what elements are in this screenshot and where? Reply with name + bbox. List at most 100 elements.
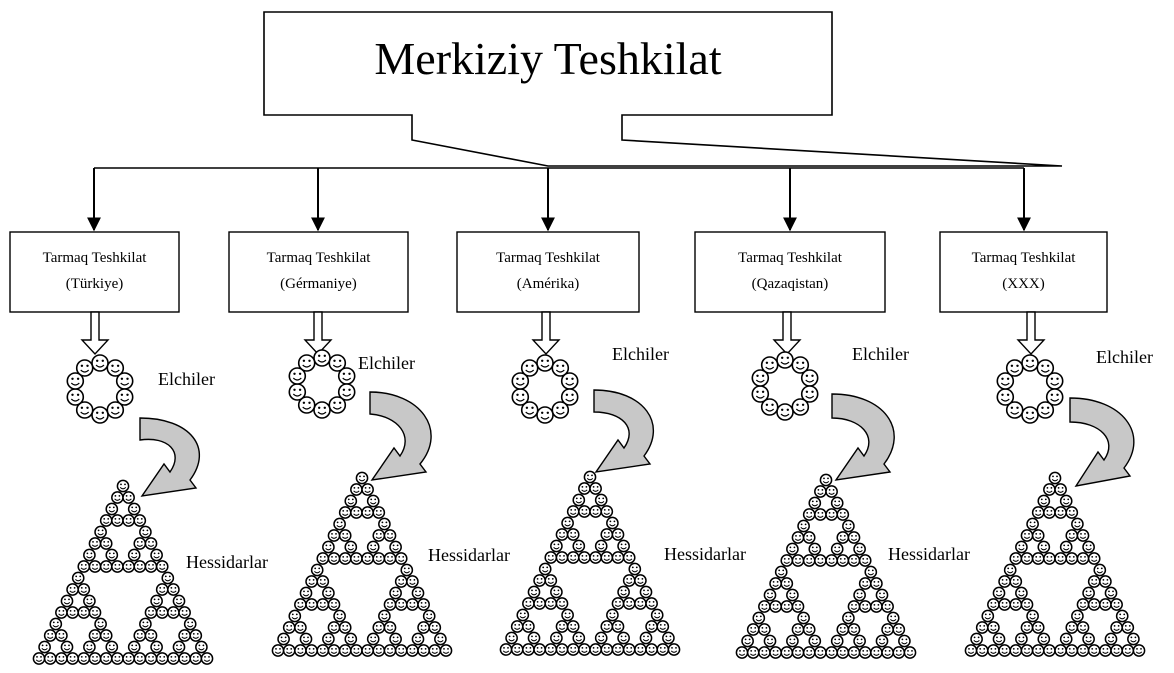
sympathizer-person-icon <box>299 632 313 646</box>
branch-box <box>228 231 409 313</box>
sympathizer-person-icon <box>594 539 608 553</box>
sympathizer-person-icon <box>1020 598 1034 611</box>
sympathizer-person-icon <box>1043 644 1056 657</box>
sympathizer-person-icon <box>77 560 91 573</box>
sympathizer-person-icon <box>150 640 163 654</box>
sympathizer-person-icon <box>394 575 408 588</box>
sympathizer-person-icon <box>88 606 102 619</box>
sympathizer-person-icon <box>606 608 619 622</box>
sympathizer-person-icon <box>550 631 563 645</box>
sympathizer-person-icon <box>338 552 352 565</box>
sympathizer-person-icon <box>1003 563 1017 577</box>
sympathizer-person-icon <box>1009 552 1023 565</box>
envoy-person-icon <box>791 398 810 416</box>
sympathizer-person-icon <box>1110 644 1123 657</box>
sympathizer-person-icon <box>836 554 850 567</box>
sympathizer-person-icon <box>780 554 794 567</box>
envoys-ring <box>511 354 579 424</box>
curved-arrow <box>831 393 895 481</box>
sympathizer-person-icon <box>825 485 838 498</box>
sympathizer-person-icon <box>998 575 1011 588</box>
sympathizer-person-icon <box>898 634 911 648</box>
sympathizer-person-icon <box>1065 644 1079 657</box>
sympathizer-person-icon <box>195 640 208 654</box>
envoy-person-icon <box>337 367 356 385</box>
sympathizer-person-icon <box>656 620 670 633</box>
branch-title: Tarmaq Teshkilat <box>738 250 843 266</box>
sympathizer-person-icon <box>667 643 681 656</box>
sympathizer-person-icon <box>338 621 352 634</box>
sympathizer-person-icon <box>622 643 636 656</box>
sympathizer-person-icon <box>322 632 335 646</box>
sympathizer-person-icon <box>975 621 989 634</box>
sympathizer-person-icon <box>555 620 569 633</box>
sympathizer-person-icon <box>372 552 386 565</box>
branch-country: (Türkiye) <box>66 276 123 292</box>
branch-4: Tarmaq Teshkilat (Qazaqistan) Elchiler H… <box>694 231 970 659</box>
sympathizer-person-icon <box>533 643 546 656</box>
sympathizer-person-icon <box>814 508 827 521</box>
sympathizer-person-icon <box>600 643 614 656</box>
sympathizer-person-icon <box>411 586 425 600</box>
sympathizer-person-icon <box>763 588 777 602</box>
sympathizer-person-icon <box>769 577 782 590</box>
sympathizer-person-icon <box>825 554 838 567</box>
sympathizer-person-icon <box>99 514 113 527</box>
sympathizer-person-icon <box>600 528 614 541</box>
sympathizer-person-icon <box>566 551 580 564</box>
sympathizer-person-icon <box>639 585 653 599</box>
sympathizer-person-icon <box>836 531 850 544</box>
sympathizer-person-icon <box>791 623 805 636</box>
sympathizer-person-icon <box>366 540 380 554</box>
sympathizer-person-icon <box>372 644 386 657</box>
central-organization-label: Merkiziy Teshkilat <box>374 33 721 84</box>
sympathizer-person-icon <box>1110 621 1123 634</box>
sympathizer-person-icon <box>139 617 152 631</box>
sympathizer-person-icon <box>825 508 838 521</box>
sympathizer-person-icon <box>892 623 906 636</box>
sympathizer-person-icon <box>1065 552 1079 565</box>
sympathizer-person-icon <box>66 652 79 665</box>
branch-country: (XXX) <box>1002 276 1045 292</box>
sympathizer-person-icon <box>589 643 602 656</box>
sympathizer-person-icon <box>589 551 602 564</box>
sympathizer-person-icon <box>155 583 169 596</box>
branch-box <box>694 231 886 313</box>
sympathizer-person-icon <box>1026 517 1039 531</box>
sympathizer-person-icon <box>178 606 191 619</box>
sympathizer-person-icon <box>600 620 614 633</box>
sympathizer-person-icon <box>178 629 191 642</box>
sympathizer-person-icon <box>127 548 141 562</box>
sympathizer-person-icon <box>538 562 552 576</box>
sympathizer-person-icon <box>94 525 107 539</box>
sympathizer-person-icon <box>786 634 799 648</box>
sympathizer-person-icon <box>875 634 889 648</box>
envoy-person-icon <box>760 356 779 374</box>
sympathizer-person-icon <box>294 621 307 634</box>
sympathizer-person-icon <box>1037 540 1051 554</box>
sympathizer-person-icon <box>277 632 290 646</box>
sympathizer-person-icon <box>981 609 995 623</box>
sympathizer-person-icon <box>99 537 113 550</box>
sympathizer-person-icon <box>150 594 163 608</box>
sympathizer-person-icon <box>355 471 369 485</box>
sympathizer-person-icon <box>611 597 625 610</box>
sympathizer-person-icon <box>439 644 453 657</box>
sympathizer-person-icon <box>600 551 614 564</box>
sympathizer-person-icon <box>417 598 430 611</box>
sympathizer-person-icon <box>133 560 147 573</box>
sympathizer-person-icon <box>555 551 569 564</box>
sympathizer-person-icon <box>814 485 827 498</box>
sympathizer-person-icon <box>305 575 318 588</box>
sympathizer-person-icon <box>1026 609 1039 623</box>
sympathizer-person-icon <box>589 505 602 518</box>
sympathizer-person-icon <box>870 577 883 590</box>
envoy-person-icon <box>1005 359 1024 377</box>
sympathizer-person-icon <box>116 479 130 493</box>
sympathizer-person-icon <box>32 652 46 665</box>
sympathizer-person-icon <box>1015 632 1028 646</box>
branch-country: (Amérika) <box>517 276 579 292</box>
sympathizer-person-icon <box>645 643 658 656</box>
sympathizer-person-icon <box>88 652 102 665</box>
